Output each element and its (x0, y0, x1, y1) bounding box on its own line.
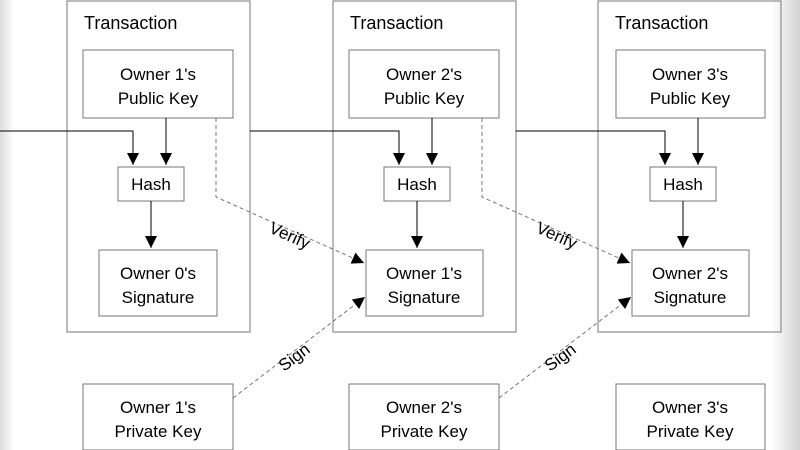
private-key-box-0: Owner 1's Private Key (82, 383, 234, 450)
transaction-0-public-key-line2: Public Key (118, 89, 199, 108)
transaction-0-public-key-box: Owner 1's Public Key (82, 49, 234, 119)
transaction-2-title: Transaction (615, 13, 708, 33)
transaction-2-signature-box: Owner 2's Signature (631, 249, 750, 317)
private-key-0-line2: Private Key (115, 422, 202, 441)
transaction-0: Transaction Owner 1's Public Key Hash Ow… (66, 0, 251, 333)
transaction-0-signature-line2: Signature (122, 288, 195, 307)
transaction-1-border (332, 0, 517, 333)
chain-link-0-to-1-arrow (250, 130, 405, 165)
chain-link-1-to-2-arrow (516, 130, 671, 165)
chain-link-incoming-arrow (0, 130, 139, 165)
transaction-1-public-key-box: Owner 2's Public Key (348, 49, 500, 119)
transaction-1-hash-label: Hash (397, 175, 437, 194)
transaction-2-border (597, 0, 782, 333)
private-key-box-2: Owner 3's Private Key (615, 383, 766, 450)
private-key-box-1: Owner 2's Private Key (348, 383, 500, 450)
transaction-0-hash-label: Hash (131, 175, 171, 194)
transaction-1: Transaction Owner 2's Public Key Hash Ow… (332, 0, 517, 333)
left-edge-shadow (0, 0, 14, 450)
right-edge-shadow (772, 0, 800, 450)
transaction-0-signature-box: Owner 0's Signature (98, 249, 218, 317)
transaction-1-public-key-line2: Public Key (384, 89, 465, 108)
verify-label-1: Verify (533, 218, 580, 253)
transaction-2-public-key-line2: Public Key (650, 89, 731, 108)
private-key-1-line1: Owner 2's (386, 398, 462, 417)
verify-label-0: Verify (266, 218, 313, 253)
transaction-2-signature-line1: Owner 2's (652, 264, 728, 283)
transaction-0-hash-box: Hash (117, 166, 185, 202)
private-key-1-line2: Private Key (381, 422, 468, 441)
transaction-2-hash-label: Hash (663, 175, 703, 194)
private-key-2-line1: Owner 3's (652, 398, 728, 417)
transaction-0-signature-line1: Owner 0's (120, 264, 196, 283)
transaction-1-public-key-line1: Owner 2's (386, 65, 462, 84)
sign-label-0: Sign (275, 340, 314, 376)
private-key-0-line1: Owner 1's (120, 398, 196, 417)
verify-arrow-1 (481, 118, 631, 264)
transaction-2-public-key-box: Owner 3's Public Key (615, 49, 766, 119)
transaction-1-signature-line2: Signature (388, 288, 461, 307)
transaction-2-signature-line2: Signature (654, 288, 727, 307)
transaction-2: Transaction Owner 3's Public Key Hash Ow… (597, 0, 782, 333)
transaction-1-hash-box: Hash (383, 166, 451, 202)
verify-arrow-0 (215, 118, 365, 264)
sign-label-1: Sign (541, 340, 580, 376)
transaction-0-title: Transaction (84, 13, 177, 33)
transaction-0-border (66, 0, 251, 333)
transaction-0-public-key-line1: Owner 1's (120, 65, 196, 84)
transaction-1-signature-line1: Owner 1's (386, 264, 462, 283)
transaction-2-public-key-line1: Owner 3's (652, 65, 728, 84)
transaction-1-title: Transaction (350, 13, 443, 33)
private-key-2-line2: Private Key (647, 422, 734, 441)
transaction-2-hash-box: Hash (649, 166, 717, 202)
transaction-1-signature-box: Owner 1's Signature (365, 249, 484, 317)
